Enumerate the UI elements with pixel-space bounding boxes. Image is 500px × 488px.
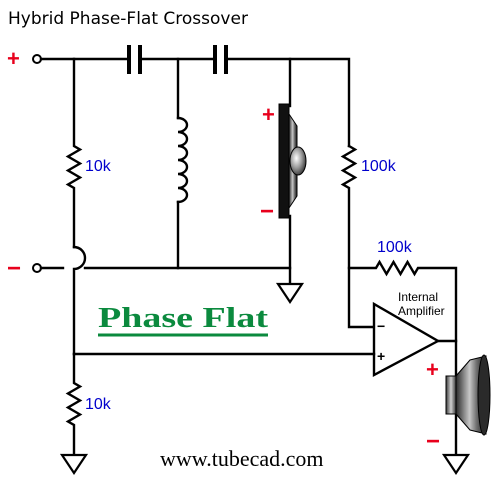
internal-amplifier	[372, 301, 441, 377]
woofer-plus-sign: +	[426, 357, 439, 382]
resistor-10k-bottom-label: 10k	[85, 396, 112, 413]
tweeter-minus-sign: −	[260, 198, 274, 225]
resistor-100k-label: 100k	[361, 158, 397, 175]
amplifier-label-line1: Internal	[398, 290, 438, 304]
input-plus-sign: +	[7, 46, 20, 71]
input-minus-sign: −	[7, 255, 21, 282]
resistor-10k-bottom	[65, 352, 83, 457]
resistor-100k	[340, 144, 376, 329]
capacitor-2	[213, 45, 228, 74]
resistor-feedback-label: 100k	[377, 239, 413, 256]
website-url: www.tubecad.com	[160, 446, 324, 471]
wire-crossover-hop	[72, 245, 87, 356]
ground-symbol-woofer	[441, 453, 471, 475]
resistor-10k-top-label: 10k	[85, 158, 112, 175]
woofer-speaker	[445, 354, 491, 436]
tweeter-speaker	[278, 103, 307, 219]
resistor-10k-top	[65, 57, 83, 249]
opamp-inverting-sign: −	[377, 318, 385, 334]
inductor	[176, 57, 189, 270]
woofer-minus-sign: −	[426, 428, 440, 455]
diagram-title: Hybrid Phase-Flat Crossover	[8, 9, 248, 29]
ground-symbol-left	[59, 453, 89, 475]
resistor-100k-feedback	[347, 259, 458, 343]
amplifier-label-line2: Amplifier	[398, 304, 445, 318]
top-signal-wire	[39, 57, 351, 148]
phase-flat-logo: Phase Flat	[98, 303, 269, 334]
ground-symbol-tweeter	[275, 282, 305, 304]
amplifier-output-wire	[436, 339, 458, 380]
opamp-noninverting-sign: +	[377, 348, 385, 364]
tweeter-plus-sign: +	[262, 102, 275, 127]
capacitor-1	[127, 45, 142, 74]
